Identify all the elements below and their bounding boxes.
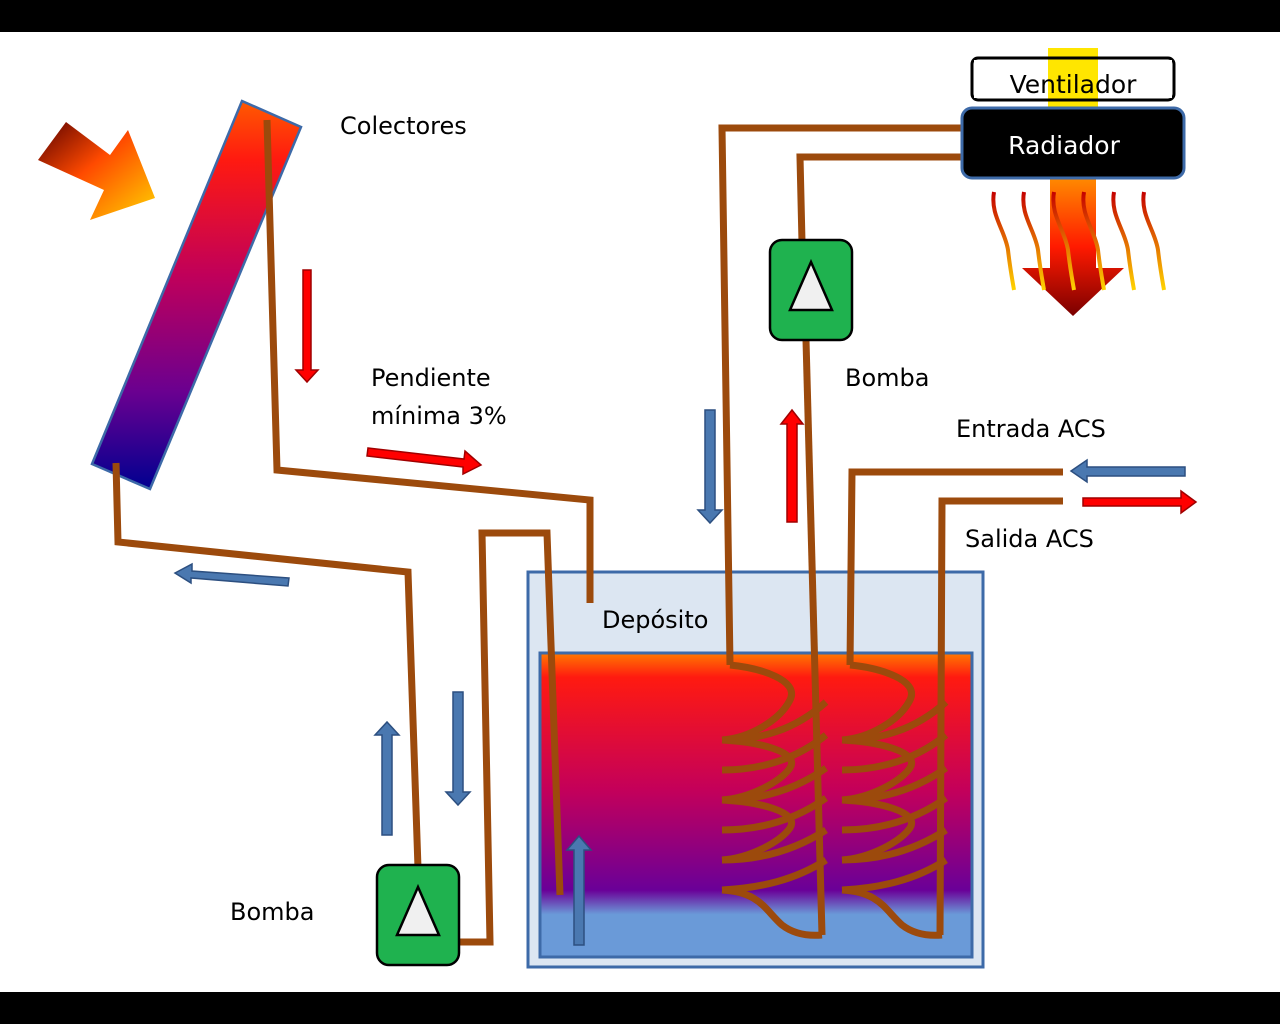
heat-wave xyxy=(1081,191,1106,291)
hot-arrow-right-icon xyxy=(366,447,483,476)
heat-exchanger-coil-radiator xyxy=(721,661,829,939)
collector-supply-pipe xyxy=(263,119,594,603)
radiator-supply-pipe xyxy=(796,153,963,243)
heat-wave xyxy=(1021,191,1046,291)
dhw-inlet-pipe xyxy=(846,468,1063,666)
sunlight-arrow-icon xyxy=(38,122,155,220)
pump-radiator xyxy=(768,238,854,342)
tank-label: Depósito xyxy=(602,606,708,634)
hot-arrow-down-icon xyxy=(294,269,320,384)
heat-wave xyxy=(1051,191,1076,291)
pump-top-label: Bomba xyxy=(845,364,929,392)
collectors-label: Colectores xyxy=(340,112,467,140)
heat-wave xyxy=(991,191,1016,291)
dhw-outlet-pipe xyxy=(936,497,1063,936)
heat-wave xyxy=(1111,191,1136,291)
hot-arrow-right-icon xyxy=(1082,489,1198,515)
cold-arrow-down-icon xyxy=(696,409,724,525)
pump-triangle-icon xyxy=(395,883,441,937)
slope-label-line1: Pendiente xyxy=(371,364,491,392)
pump-collector xyxy=(375,863,461,967)
heat-output-arrow-icon xyxy=(1022,178,1124,316)
fan-label: Ventilador xyxy=(1010,70,1138,99)
heat-exchanger-coil-dhw xyxy=(841,661,949,939)
cold-arrow-up-icon xyxy=(373,720,401,836)
pump-triangle-icon xyxy=(788,258,834,312)
slope-label-line2: mínima 3% xyxy=(371,402,507,430)
dhw-in-label: Entrada ACS xyxy=(956,415,1106,443)
cold-flow-arrows xyxy=(173,409,1186,946)
pipes xyxy=(112,119,1063,946)
solar-collector xyxy=(90,99,303,491)
heat-waves xyxy=(991,191,1166,291)
radiator-box xyxy=(960,106,1186,180)
radiator-return-pipe xyxy=(718,124,963,666)
cold-arrow-up-icon xyxy=(565,834,593,946)
collector-return-pipe xyxy=(112,462,422,869)
radiator-label: Radiador xyxy=(1008,131,1120,160)
cold-arrow-left-icon xyxy=(173,562,290,587)
pump-bottom-label: Bomba xyxy=(230,898,314,926)
hot-flow-arrows xyxy=(294,269,1198,523)
cold-arrow-down-icon xyxy=(444,691,472,807)
cold-arrow-left-icon xyxy=(1069,458,1186,484)
fan-box xyxy=(970,56,1176,102)
dhw-out-label: Salida ACS xyxy=(965,525,1094,553)
heat-wave xyxy=(1141,191,1166,291)
hot-arrow-up-icon xyxy=(779,408,805,523)
pump-to-tank-pipe xyxy=(458,529,564,946)
